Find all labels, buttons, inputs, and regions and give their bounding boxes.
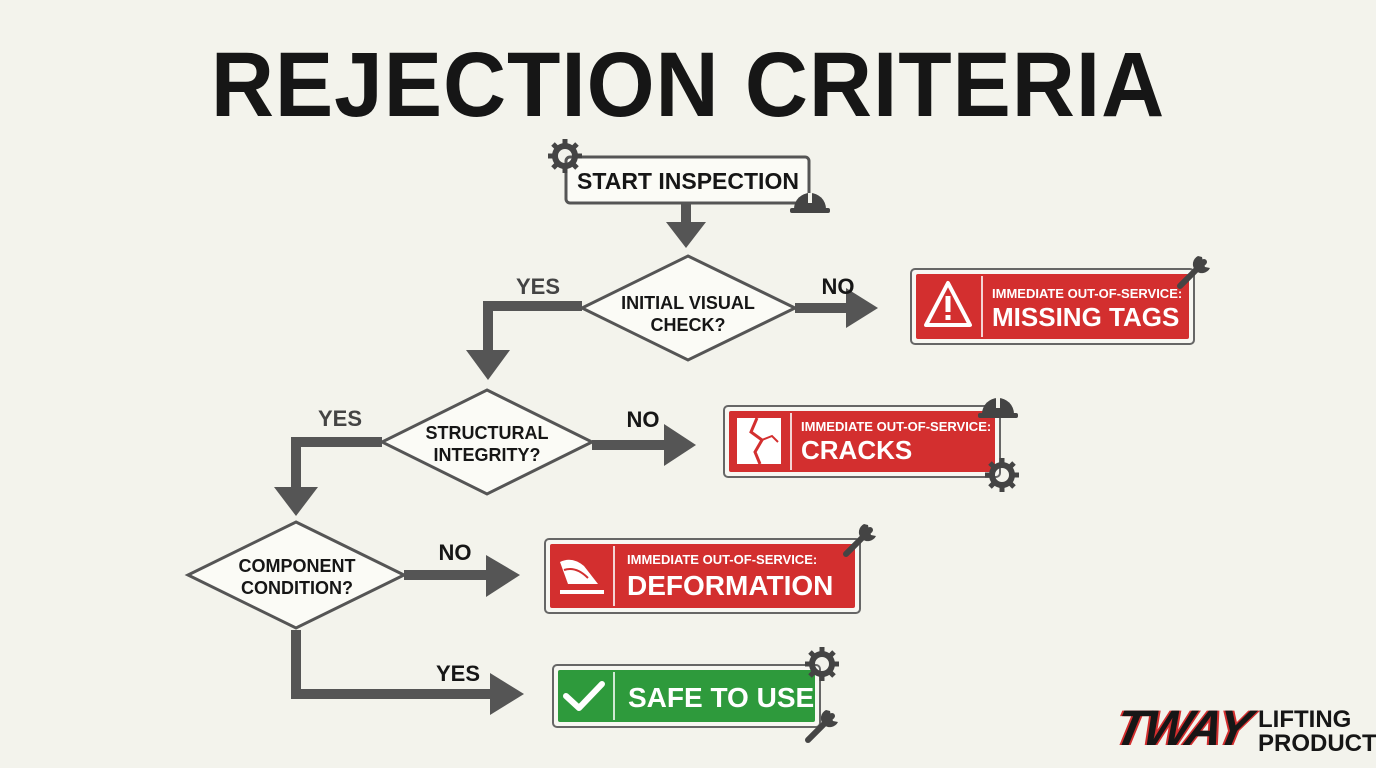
decision-structural-line1: STRUCTURAL (426, 423, 549, 443)
page-title: REJECTION CRITERIA (210, 34, 1166, 136)
connector-structural-yes (291, 437, 382, 492)
hard-hat-icon (978, 398, 1018, 418)
warning-triangle-icon (924, 281, 972, 327)
logo-line2: PRODUCTS (1258, 730, 1376, 757)
label-no-structural: NO (627, 407, 660, 432)
arrowhead-right-4 (490, 673, 524, 715)
label-yes-visual: YES (516, 274, 560, 299)
decision-component-condition: COMPONENT CONDITION? (184, 520, 408, 630)
label-no-component: NO (439, 540, 472, 565)
checkmark-icon (563, 681, 605, 711)
decision-structural-integrity: STRUCTURAL INTEGRITY? (378, 388, 596, 496)
deformation-header: IMMEDIATE OUT-OF-SERVICE: (627, 552, 817, 567)
arrowhead-down-2 (466, 350, 510, 380)
arrowhead-down-1 (666, 222, 706, 248)
arrowhead-down-3 (274, 487, 318, 516)
cracks-header: IMMEDIATE OUT-OF-SERVICE: (801, 419, 991, 434)
connector-visual-yes (483, 301, 582, 355)
label-no-visual: NO (822, 274, 855, 299)
arrowhead-right-3 (486, 555, 520, 597)
decision-structural-line2: INTEGRITY? (434, 445, 541, 465)
gear-icon (548, 139, 582, 173)
arrowhead-right-1 (846, 288, 878, 328)
outcome-cracks: IMMEDIATE OUT-OF-SERVICE: CRACKS (723, 405, 1001, 478)
logo-brand: TWAY (1110, 700, 1255, 756)
outcome-missing-tags: IMMEDIATE OUT-OF-SERVICE: MISSING TAGS (910, 268, 1195, 345)
missing-tags-label: MISSING TAGS (992, 302, 1179, 332)
start-label: START INSPECTION (577, 168, 799, 194)
cracks-label: CRACKS (801, 435, 912, 465)
bent-plate-icon (560, 559, 604, 594)
missing-tags-header: IMMEDIATE OUT-OF-SERVICE: (992, 286, 1182, 301)
arrowhead-right-2 (664, 424, 696, 466)
logo-line1: LIFTING (1258, 706, 1352, 733)
decision-visual-line2: CHECK? (651, 315, 726, 335)
start-inspection-box: START INSPECTION (564, 155, 811, 205)
outcome-deformation: IMMEDIATE OUT-OF-SERVICE: DEFORMATION (544, 538, 861, 614)
decision-visual-line1: INITIAL VISUAL (621, 293, 755, 313)
gear-icon (985, 458, 1019, 492)
outcome-safe-to-use: SAFE TO USE (552, 664, 821, 728)
gear-icon (805, 647, 839, 681)
decision-component-line2: CONDITION? (241, 578, 353, 598)
safe-label: SAFE TO USE (628, 682, 814, 713)
label-yes-component: YES (436, 661, 480, 686)
deformation-label: DEFORMATION (627, 570, 833, 601)
label-yes-structural: YES (318, 406, 362, 431)
crack-icon (737, 417, 781, 465)
connector-component-yes (291, 630, 494, 699)
decision-visual-check: INITIAL VISUAL CHECK? (578, 254, 799, 362)
decision-component-line1: COMPONENT (239, 556, 356, 576)
